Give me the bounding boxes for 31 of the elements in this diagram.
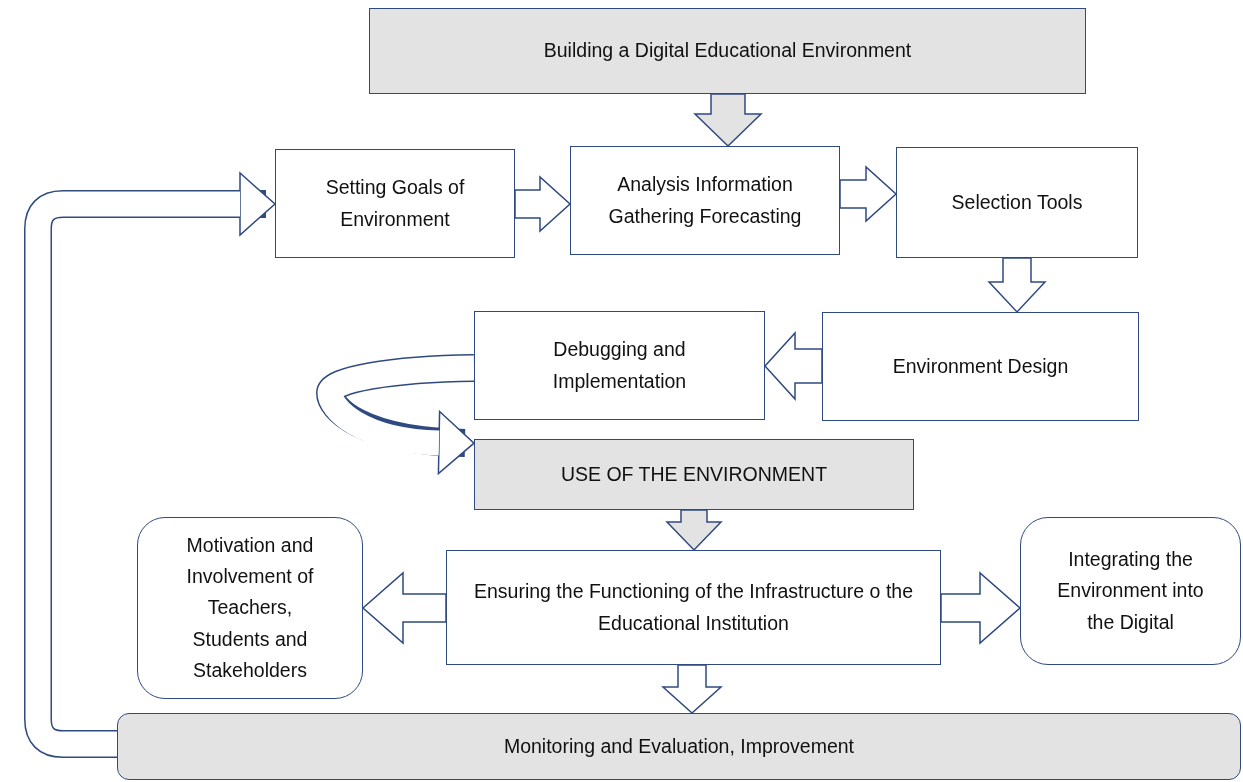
rounded-box [137, 517, 363, 699]
process-box-shaded [117, 713, 1241, 780]
box-text: Building a Digital Educational Environment [543, 38, 912, 64]
box-text: Integrating the Environment into the Digital [1056, 547, 1205, 635]
block-arrow [514, 175, 572, 233]
rounded-box [1020, 517, 1241, 665]
box-text: Ensuring the Functioning of the Infrastructure o the Educational Institution [473, 579, 914, 636]
block-arrow [665, 509, 723, 552]
process-box [474, 311, 765, 420]
box-text: Motivation and Involvement of Teachers, Students and Stakeholders [185, 533, 315, 683]
box-text: Debugging and Implementation [551, 337, 688, 394]
process-box [822, 312, 1139, 421]
process-box-shaded [369, 8, 1086, 94]
box-text: Monitoring and Evaluation, Improvement [503, 733, 855, 759]
block-arrow [987, 257, 1047, 314]
block-arrow [361, 571, 447, 645]
box-text: Analysis Information Gathering Forecasting [607, 172, 803, 229]
block-arrow [940, 571, 1022, 645]
process-box [896, 147, 1138, 258]
box-text: Environment Design [892, 353, 1069, 379]
block-arrow [693, 93, 763, 148]
box-text: Selection Tools [951, 189, 1083, 215]
box-text: USE OF THE ENVIRONMENT [560, 461, 828, 487]
process-box-shaded [474, 439, 914, 510]
box-text: Setting Goals of Environment [324, 175, 466, 232]
block-arrow [661, 664, 723, 714]
block-arrow [839, 165, 898, 223]
block-arrow [764, 331, 823, 401]
process-box [275, 149, 515, 258]
process-box [570, 146, 840, 255]
process-box [446, 550, 941, 665]
